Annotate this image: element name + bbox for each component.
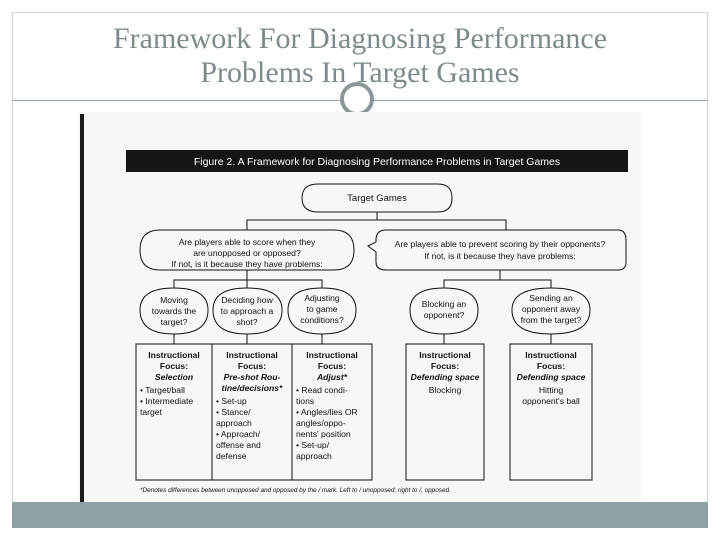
problem-4-line-1: Blocking an: [422, 299, 467, 309]
focus-box-2: Instructional Focus: Pre-shot Rou- tine/…: [211, 343, 293, 481]
focus-box-5: Instructional Focus: Defending space Hit…: [509, 343, 593, 481]
left-question-line-2: are unopposed or opposed?: [193, 248, 301, 258]
root-node-label: Target Games: [347, 193, 407, 204]
left-question-line-1: Are players able to score when they: [179, 237, 316, 247]
focus-2-item-5: offense and: [216, 440, 261, 450]
focus-5-head-2: Focus:: [537, 361, 565, 371]
problem-1-line-1: Moving: [160, 295, 188, 305]
problem-node-1: Moving towards the target?: [139, 287, 209, 335]
focus-2-item-4: • Approach/: [216, 429, 261, 439]
focus-4-head-1: Instructional: [419, 350, 471, 360]
focus-3-item-5: nents' position: [296, 429, 351, 439]
left-question-line-3: If not, is it because they have problems…: [171, 259, 322, 269]
focus-1-name: Selection: [155, 372, 193, 382]
slide-footer-bar: [12, 502, 708, 528]
problem-3-line-3: conditions?: [300, 315, 344, 325]
focus-2-name-1: Pre-shot Rou-: [224, 372, 281, 382]
focus-5-item-1: Hitting: [539, 385, 564, 395]
focus-box-3: Instructional Focus: Adjust* • Read cond…: [291, 343, 373, 481]
focus-3-head-1: Instructional: [306, 350, 358, 360]
problem-3-line-1: Adjusting: [304, 293, 340, 303]
focus-2-item-1: • Set-up: [216, 396, 247, 406]
focus-1-item-2: • Intermediate: [140, 396, 193, 406]
focus-box-1: Instructional Focus: Selection • Target/…: [135, 343, 213, 481]
focus-3-item-4: angles/oppo-: [296, 418, 346, 428]
figure-footnote: *Denotes differences between unopposed a…: [140, 487, 451, 494]
focus-3-head-2: Focus:: [318, 361, 346, 371]
focus-connectors: [173, 334, 552, 344]
slide-title-line-1: Framework For Diagnosing Performance: [112, 21, 608, 55]
focus-2-item-3: approach: [216, 418, 252, 428]
right-question-line-1: Are players able to prevent scoring by t…: [395, 239, 606, 249]
focus-3-item-6: • Set-up/: [296, 440, 330, 450]
problem-4-line-2: opponent?: [424, 310, 465, 320]
focus-5-head-1: Instructional: [525, 350, 577, 360]
focus-5-item-2: opponent's ball: [522, 396, 580, 406]
focus-1-item-3: target: [140, 407, 163, 417]
problem-node-5: Sending an opponent away from the target…: [511, 287, 591, 335]
focus-3-item-7: approach: [296, 451, 332, 461]
focus-2-name-2: tine/decisions*: [222, 383, 283, 393]
focus-2-head-1: Instructional: [226, 350, 278, 360]
focus-3-name: Adjust*: [316, 372, 348, 382]
focus-3-item-3: • Angles/lies OR: [296, 407, 358, 417]
focus-1-item-1: • Target/ball: [140, 385, 185, 395]
scan-shadow-edge: [80, 114, 84, 502]
problem-1-line-3: target?: [161, 317, 188, 327]
root-connectors: [246, 212, 507, 230]
focus-4-head-2: Focus:: [431, 361, 459, 371]
problem-1-line-2: towards the: [152, 306, 197, 316]
problem-node-4: Blocking an opponent?: [409, 287, 479, 335]
figure-caption-bar: [126, 150, 628, 172]
focus-2-item-6: defense: [216, 451, 247, 461]
right-question-shape: [367, 229, 627, 271]
right-question-line-2: If not, is it because they have problems…: [424, 251, 575, 261]
problem-2-line-2: to approach a: [221, 306, 274, 316]
problem-5-line-2: opponent away: [522, 304, 581, 314]
focus-3-item-1: • Read condi-: [296, 385, 348, 395]
problem-3-line-2: to game: [306, 304, 337, 314]
focus-5-name: Defending space: [517, 372, 586, 382]
question-connectors: [173, 270, 552, 288]
focus-2-item-2: • Stance/: [216, 407, 251, 417]
figure-caption: Figure 2. A Framework for Diagnosing Per…: [194, 156, 560, 168]
focus-1-head-2: Focus:: [160, 361, 188, 371]
root-node-shape: [301, 183, 453, 213]
focus-2-head-2: Focus:: [238, 361, 266, 371]
focus-1-head-1: Instructional: [148, 350, 200, 360]
problem-5-line-1: Sending an: [529, 293, 573, 303]
focus-box-4: Instructional Focus: Defending space Blo…: [405, 343, 485, 481]
focus-4-name: Defending space: [411, 372, 480, 382]
problem-node-2: Deciding how to approach a shot?: [212, 287, 283, 335]
problem-2-line-1: Deciding how: [221, 295, 273, 305]
left-question-shape: [139, 229, 355, 271]
problem-2-line-3: shot?: [236, 317, 257, 327]
scanned-figure: [78, 112, 641, 502]
focus-4-item-1: Blocking: [429, 385, 462, 395]
problem-node-3: Adjusting to game conditions?: [287, 287, 357, 335]
focus-3-item-2: tions: [296, 396, 314, 406]
problem-5-line-3: from the target?: [521, 315, 582, 325]
